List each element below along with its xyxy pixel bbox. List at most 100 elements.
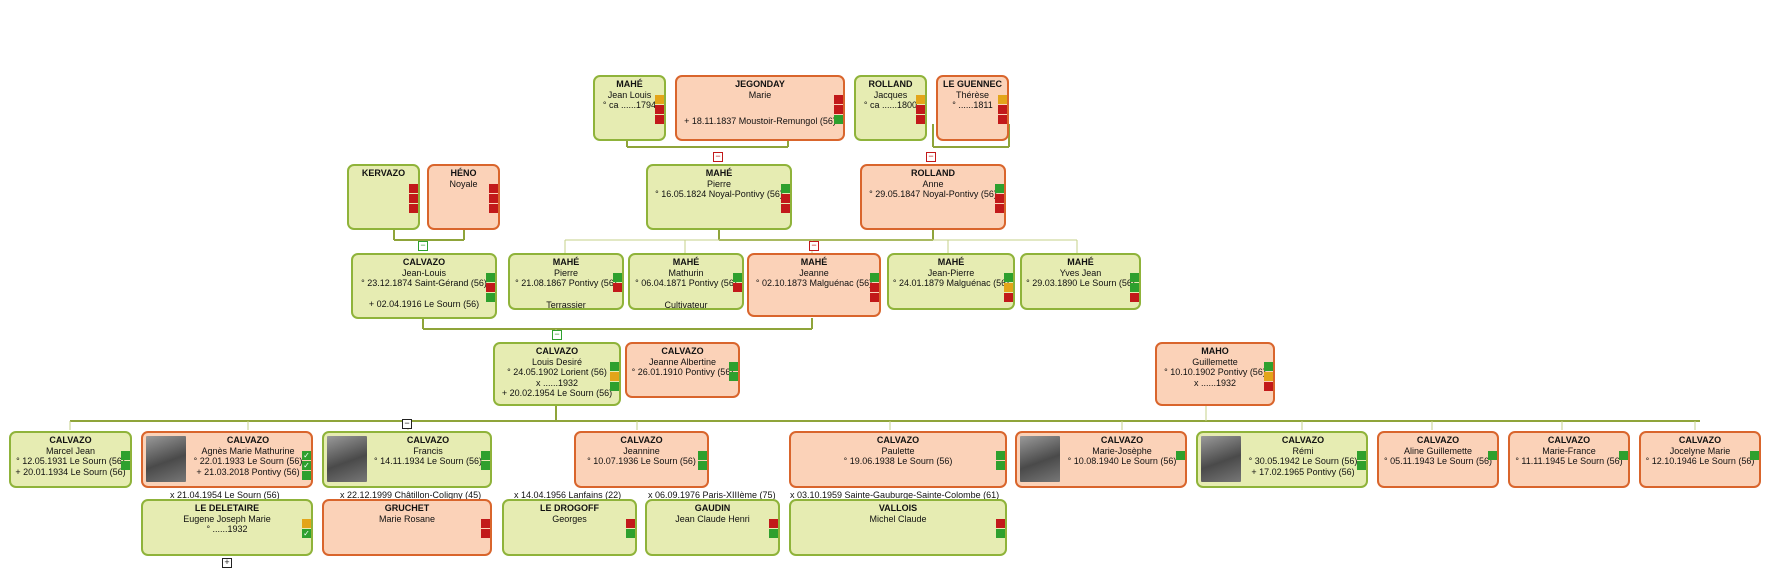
birth-info: ° 10.10.1902 Pontivy (56) (1164, 367, 1266, 377)
collapse-button[interactable]: − (809, 241, 819, 251)
expand-button[interactable]: + (222, 558, 232, 568)
source-flags (1004, 273, 1013, 302)
source-flags (121, 451, 130, 470)
person-card-calvazo-paulette[interactable]: CALVAZO Paulette ° 19.06.1938 Le Sourn (… (789, 431, 1007, 488)
source-flags (610, 362, 619, 391)
person-card-le-deletaire[interactable]: LE DELETAIRE Eugene Joseph Marie ° .....… (141, 499, 313, 556)
collapse-button[interactable]: − (713, 152, 723, 162)
source-flags (1264, 362, 1273, 391)
surname: CALVAZO (620, 435, 663, 445)
given-name: Jocelyne Marie (1669, 445, 1731, 456)
source-flags (655, 95, 664, 124)
birth-info: ° 22.01.1933 Le Sourn (56) (193, 456, 303, 466)
collapse-button[interactable]: − (552, 330, 562, 340)
occupation: Cultivateur (664, 299, 708, 310)
surname: CALVAZO (402, 257, 446, 267)
person-card-calvazo-marie-josephe[interactable]: CALVAZO Marie-Josèphe ° 10.08.1940 Le So… (1015, 431, 1187, 488)
source-flags (481, 451, 490, 470)
person-card-vallois[interactable]: VALLOIS Michel Claude (789, 499, 1007, 556)
person-card-calvazo-louis-desire[interactable]: CALVAZO Louis Desiré ° 24.05.1902 Lorien… (493, 342, 621, 406)
source-flags (834, 95, 843, 124)
source-flags (1357, 451, 1366, 470)
person-card-calvazo-marcel-jean[interactable]: CALVAZO Marcel Jean ° 12.05.1931 Le Sour… (9, 431, 132, 488)
person-card-gaudin[interactable]: GAUDIN Jean Claude Henri (645, 499, 780, 556)
person-card-le-guennec-therese[interactable]: LE GUENNEC Thérèse ° ......1811 (936, 75, 1009, 141)
given-name: Louis Desiré (531, 356, 583, 367)
person-card-mahe-pierre-1867[interactable]: MAHÉ Pierre ° 21.08.1867 Pontivy (56) Te… (508, 253, 624, 310)
birth-info: ° 24.05.1902 Lorient (56) (507, 367, 607, 377)
given-name: Guillemette (1192, 356, 1238, 367)
surname: CALVAZO (876, 435, 920, 445)
given-name: Pierre (706, 178, 731, 189)
person-card-maho-guillemette[interactable]: MAHO Guillemette ° 10.10.1902 Pontivy (5… (1155, 342, 1275, 406)
birth-info: ° 02.10.1873 Malguénac (56) (755, 278, 873, 288)
source-flags (729, 362, 738, 381)
person-card-mahe-yves-jean[interactable]: MAHÉ Yves Jean ° 29.03.1890 Le Sourn (56… (1020, 253, 1141, 310)
birth-info: ° 11.11.1945 Le Sourn (56) (1515, 456, 1623, 466)
source-flags: ✓✓ (302, 451, 311, 480)
surname: JEGONDAY (735, 79, 785, 89)
collapse-button[interactable]: − (926, 152, 936, 162)
surname: CALVAZO (1547, 435, 1591, 445)
source-flags (781, 184, 790, 213)
portrait-photo (146, 436, 186, 482)
source-flags (481, 519, 490, 538)
birth-info: ° ......1932 (206, 524, 248, 534)
marriage-label: x 06.09.1976 Paris-XIIIème (75) (648, 490, 776, 500)
person-card-calvazo-agnes[interactable]: CALVAZO Agnès Marie Mathurine ° 22.01.19… (141, 431, 313, 488)
surname: MAHÉ (1067, 257, 1094, 267)
person-card-gruchet[interactable]: GRUCHET Marie Rosane (322, 499, 492, 556)
source-flags (1176, 451, 1185, 460)
birth-info: ° 12.10.1946 Le Sourn (56) (1645, 456, 1755, 466)
marriage-info: x ......1932 (535, 377, 579, 388)
source-flags (1619, 451, 1628, 460)
collapse-button[interactable]: − (418, 241, 428, 251)
person-card-mahe-jeanne[interactable]: MAHÉ Jeanne ° 02.10.1873 Malguénac (56) (747, 253, 881, 317)
source-flags (1750, 451, 1759, 460)
spacer-line (677, 100, 843, 111)
marriage-info: x ......1932 (1193, 377, 1237, 388)
person-card-heno-noyale[interactable]: HÉNO Noyale (427, 164, 500, 230)
source-flags (613, 273, 622, 292)
person-card-kervazo[interactable]: KERVAZO (347, 164, 420, 230)
person-card-calvazo-jean-louis[interactable]: CALVAZO Jean-Louis ° 23.12.1874 Saint-Gé… (351, 253, 497, 319)
portrait-photo (327, 436, 367, 482)
person-card-calvazo-francis[interactable]: CALVAZO Francis ° 14.11.1934 Le Sourn (5… (322, 431, 492, 488)
surname: KERVAZO (361, 168, 406, 178)
person-card-le-drogoff[interactable]: LE DROGOFF Georges (502, 499, 637, 556)
person-card-mahe-jean-louis[interactable]: MAHÉ Jean Louis ° ca ......1794 (593, 75, 666, 141)
birth-info: ° 16.05.1824 Noyal-Pontivy (56) (655, 189, 783, 199)
collapse-button[interactable]: − (402, 419, 412, 429)
person-card-calvazo-jeanne-albertine[interactable]: CALVAZO Jeanne Albertine ° 26.01.1910 Po… (625, 342, 740, 398)
person-card-mahe-jean-pierre[interactable]: MAHÉ Jean-Pierre ° 24.01.1879 Malguénac … (887, 253, 1015, 310)
person-card-calvazo-jeannine[interactable]: CALVAZO Jeannine ° 10.07.1936 Le Sourn (… (574, 431, 709, 488)
marriage-label: x 14.04.1956 Lanfains (22) (514, 490, 622, 500)
surname: ROLLAND (911, 168, 955, 178)
person-card-calvazo-remi[interactable]: CALVAZO Rémi ° 30.05.1942 Le Sourn (56) … (1196, 431, 1368, 488)
source-flags (769, 519, 778, 538)
birth-info: ° 14.11.1934 Le Sourn (56) (373, 456, 482, 466)
person-card-calvazo-aline[interactable]: CALVAZO Aline Guillemette ° 05.11.1943 L… (1377, 431, 1499, 488)
person-card-rolland-jacques[interactable]: ROLLAND Jacques ° ca ......1800 (854, 75, 927, 141)
given-name: Paulette (881, 445, 915, 456)
given-name: Thérèse (955, 89, 990, 100)
surname: CALVAZO (406, 435, 450, 445)
given-name: Marie Rosane (378, 513, 436, 524)
birth-info: ° 29.05.1847 Noyal-Pontivy (56) (869, 189, 997, 199)
person-card-jegonday-marie[interactable]: JEGONDAY Marie + 18.11.1837 Moustoir-Rem… (675, 75, 845, 141)
source-flags (916, 95, 925, 124)
person-card-mahe-pierre-1824[interactable]: MAHÉ Pierre ° 16.05.1824 Noyal-Pontivy (… (646, 164, 792, 230)
marriage-label: x 21.04.1954 Le Sourn (56) (170, 490, 280, 500)
death-info: + 20.02.1954 Le Sourn (56) (501, 388, 613, 398)
surname: CALVAZO (49, 435, 92, 445)
source-flags (626, 519, 635, 538)
person-card-calvazo-jocelyne[interactable]: CALVAZO Jocelyne Marie ° 12.10.1946 Le S… (1639, 431, 1761, 488)
birth-info: ° 12.05.1931 Le Sourn (56) (16, 456, 125, 466)
surname: CALVAZO (1281, 435, 1325, 445)
person-card-rolland-anne[interactable]: ROLLAND Anne ° 29.05.1847 Noyal-Pontivy … (860, 164, 1006, 230)
person-card-calvazo-marie-france[interactable]: CALVAZO Marie-France ° 11.11.1945 Le Sou… (1508, 431, 1630, 488)
given-name: Aline Guillemette (1403, 445, 1473, 456)
person-card-mahe-mathurin[interactable]: MAHÉ Mathurin ° 06.04.1871 Pontivy (56) … (628, 253, 744, 310)
given-name: Jacques (873, 89, 908, 100)
